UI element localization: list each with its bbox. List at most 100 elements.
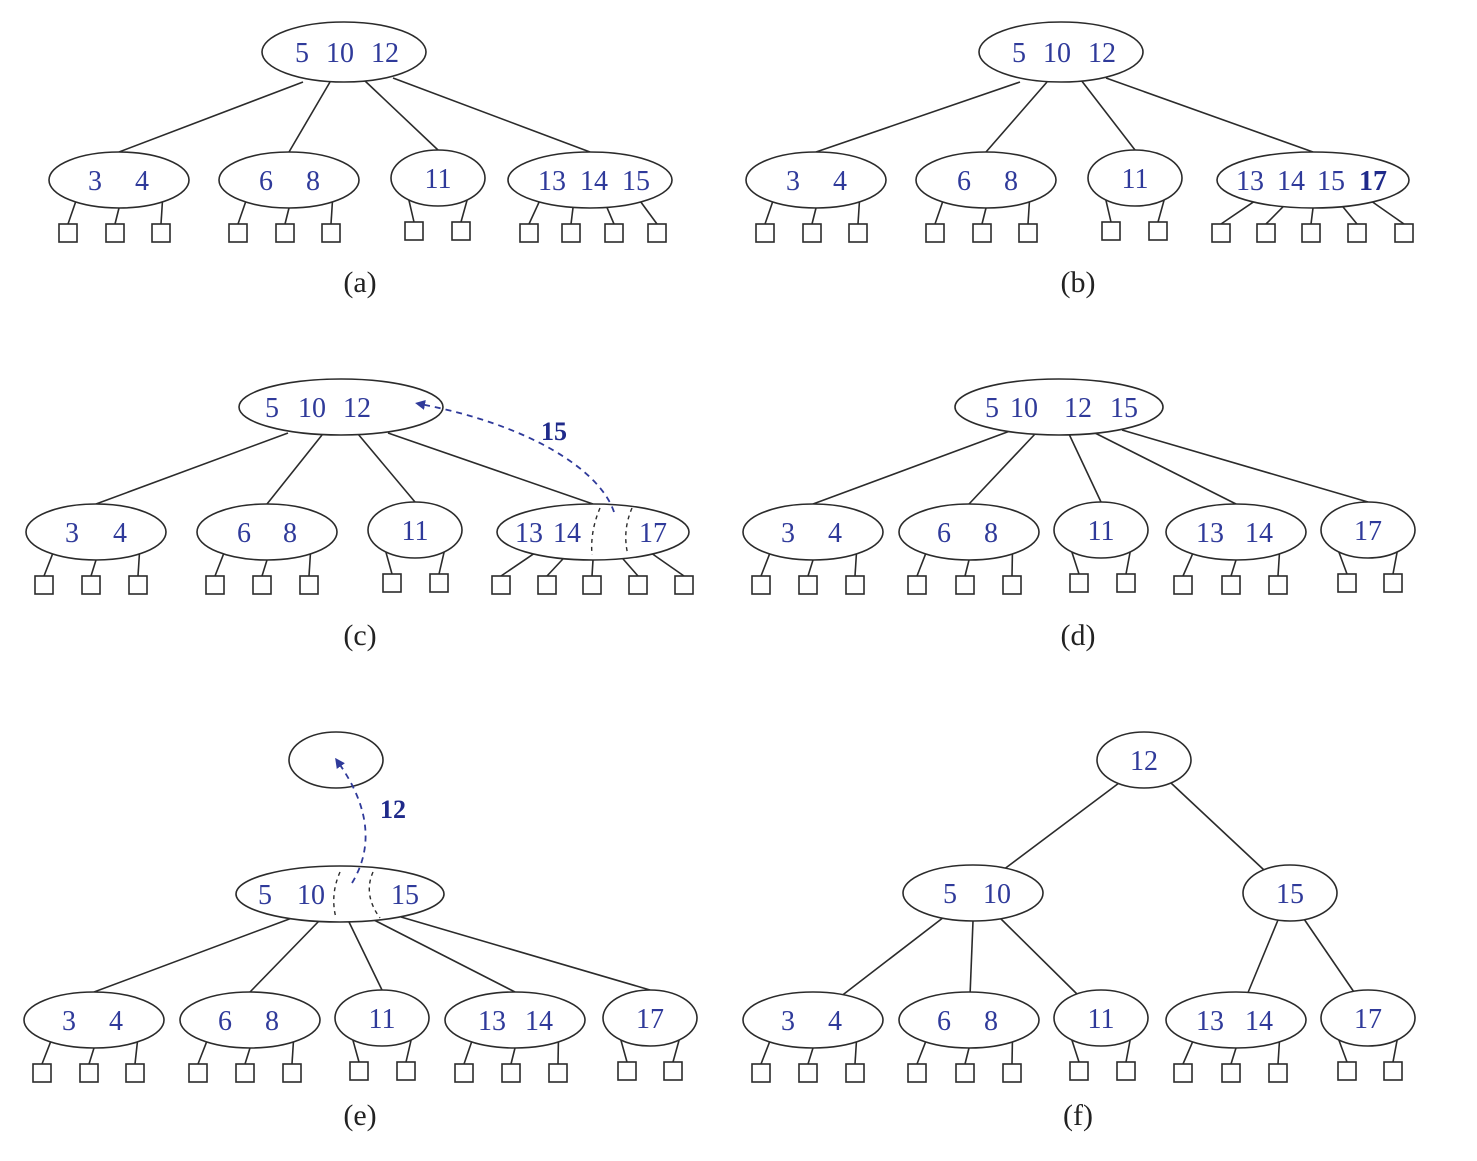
- leaf-square: [1221, 575, 1241, 595]
- leaf-square: [1383, 573, 1403, 593]
- node-ellipse: [261, 21, 427, 83]
- node-ellipse: [1242, 864, 1338, 922]
- leaf-square: [205, 575, 225, 595]
- node-key: 11: [1122, 164, 1149, 195]
- node-ellipse: [23, 991, 165, 1049]
- node-key: 13: [1196, 1006, 1224, 1037]
- leaf-edge: [385, 551, 393, 575]
- node-key: 3: [65, 518, 79, 549]
- leaf-edge: [1071, 1039, 1080, 1063]
- node-key: 10: [983, 879, 1011, 910]
- leaf-edge: [510, 1047, 516, 1065]
- leaf-edge: [308, 553, 312, 577]
- leaf-edge: [67, 201, 77, 225]
- leaf-edge: [807, 1047, 814, 1065]
- leaf-square: [955, 1063, 975, 1083]
- leaf-edge: [1392, 1039, 1398, 1063]
- node-key: 6: [259, 166, 273, 197]
- leaf-edge: [622, 558, 639, 577]
- split-divider: [625, 507, 633, 556]
- leaf-edge: [352, 1039, 360, 1063]
- leaf-edge: [1310, 207, 1314, 225]
- node-ellipse: [25, 503, 167, 561]
- node-key: 8: [265, 1006, 279, 1037]
- node-ellipse: [235, 865, 445, 923]
- leaf-edge: [214, 553, 225, 577]
- node-key: 12: [371, 38, 399, 69]
- leaf-edge: [764, 201, 774, 225]
- tree-edge: [1170, 782, 1265, 871]
- leaf-square: [235, 1063, 255, 1083]
- leaf-edge: [854, 553, 858, 577]
- leaf-edge: [90, 559, 97, 577]
- leaf-edge: [1338, 551, 1348, 575]
- node-key: 13: [538, 166, 566, 197]
- node-key: 4: [828, 1006, 842, 1037]
- leaf-edge: [160, 201, 164, 225]
- node-ellipse: [742, 503, 884, 561]
- node-key: 15: [622, 166, 650, 197]
- tree-edge: [815, 81, 1021, 153]
- split-divider: [368, 871, 381, 919]
- node-key: 5: [985, 393, 999, 424]
- tree-edge: [118, 81, 304, 153]
- node-ellipse: [196, 503, 338, 561]
- leaf-square: [349, 1061, 369, 1081]
- leaf-square: [404, 221, 424, 241]
- promoted-key-label: 12: [380, 795, 406, 824]
- leaf-edge: [857, 201, 861, 225]
- node-ellipse: [1053, 989, 1149, 1047]
- leaf-square: [582, 575, 602, 595]
- tree-edge: [812, 430, 1011, 505]
- leaf-square: [604, 223, 624, 243]
- leaf-edge: [1277, 1041, 1281, 1065]
- tree-edge: [373, 919, 516, 993]
- leaf-edge: [137, 553, 141, 577]
- tree-edge: [1303, 918, 1357, 996]
- tree-edge: [1002, 782, 1120, 871]
- node-ellipse: [602, 989, 698, 1047]
- leaf-edge: [1392, 551, 1398, 575]
- leaf-square: [907, 1063, 927, 1083]
- leaf-edge: [134, 1041, 139, 1065]
- node-key: 12: [1130, 746, 1158, 777]
- panel-caption: (b): [1061, 266, 1096, 299]
- leaf-edge: [88, 1047, 95, 1065]
- node-ellipse: [745, 151, 887, 209]
- node-ellipse: [1165, 991, 1307, 1049]
- leaf-square: [1383, 1061, 1403, 1081]
- node-ellipse: [954, 378, 1164, 436]
- node-key: 17: [639, 518, 667, 549]
- node-ellipse: [1165, 503, 1307, 561]
- leaf-edge: [1342, 206, 1358, 225]
- node-key: 13: [1236, 166, 1264, 197]
- node-ellipse: [915, 151, 1057, 209]
- leaf-square: [1116, 573, 1136, 593]
- leaf-edge: [1157, 199, 1165, 223]
- leaf-edge: [1338, 1039, 1348, 1063]
- leaf-edge: [760, 1041, 771, 1065]
- leaf-square: [751, 575, 771, 595]
- leaf-edge: [41, 1041, 52, 1065]
- leaf-edge: [854, 1041, 858, 1065]
- node-key: 11: [1088, 516, 1115, 547]
- leaf-square: [617, 1061, 637, 1081]
- node-key: 6: [937, 1006, 951, 1037]
- leaf-square: [755, 223, 775, 243]
- node-key: 17: [636, 1004, 664, 1035]
- node-key: 4: [833, 166, 847, 197]
- promoted-key-label: 15: [541, 417, 567, 446]
- tree-edge: [1121, 429, 1369, 503]
- leaf-edge: [237, 201, 247, 225]
- leaf-square: [79, 1063, 99, 1083]
- leaf-edge: [1230, 1047, 1237, 1065]
- tree-edge: [1246, 919, 1279, 996]
- node-ellipse: [898, 503, 1040, 561]
- tree-edge: [392, 77, 591, 153]
- tree-edge: [1068, 433, 1102, 503]
